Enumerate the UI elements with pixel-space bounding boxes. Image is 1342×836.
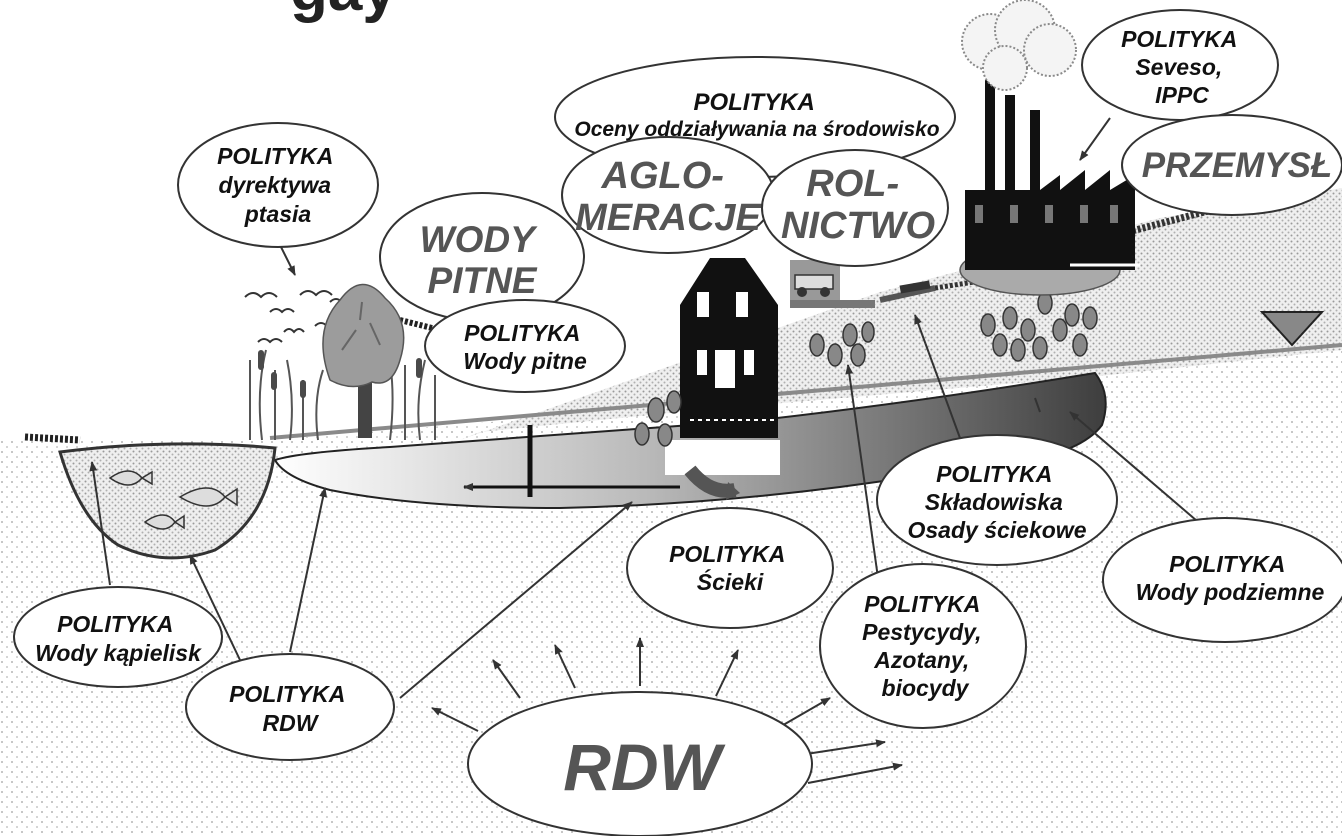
tree-icon bbox=[322, 283, 405, 438]
policy-groundwater-text: POLITYKA Wody podziemne bbox=[1136, 551, 1325, 605]
policy-birds-oval: POLITYKA dyrektywa ptasia bbox=[177, 122, 379, 248]
fish-icon bbox=[143, 514, 185, 530]
policy-landfills-text: POLITYKA Składowiska Osady ściekowe bbox=[908, 461, 1087, 543]
policy-pesticides-oval: POLITYKA Pestycydy, Azotany, biocydy bbox=[819, 563, 1027, 729]
wetland-vegetation bbox=[244, 283, 436, 441]
header-fragment: gay bbox=[290, 0, 397, 24]
agriculture-oval: ROL- NICTWO bbox=[761, 149, 949, 267]
policy-eia-text: POLITYKA Oceny oddziaływania na środowis… bbox=[574, 89, 939, 141]
policy-drinking-oval: POLITYKA Wody pitne bbox=[424, 299, 626, 393]
policy-wfd-oval: POLITYKA RDW bbox=[185, 653, 395, 761]
policy-seveso-text: POLITYKA Seveso, IPPC bbox=[1121, 26, 1243, 108]
fish-icon bbox=[108, 470, 153, 486]
water-table-marker bbox=[1259, 311, 1325, 347]
drinking-water-oval: WODY PITNE bbox=[379, 192, 585, 322]
industry-text: PRZEMYSŁ bbox=[1142, 146, 1333, 185]
sewage-drops bbox=[634, 390, 682, 447]
policy-sewage-oval: POLITYKA Ścieki bbox=[626, 507, 834, 629]
smoke-icon bbox=[961, 0, 1077, 91]
policy-pesticides-text: POLITYKA Pestycydy, Azotany, biocydy bbox=[862, 591, 988, 701]
policy-birds-text: POLITYKA dyrektywa ptasia bbox=[217, 143, 339, 227]
policy-bathing-oval: POLITYKA Wody kąpielisk bbox=[13, 586, 223, 688]
fertilizer-drops bbox=[809, 291, 1098, 367]
fish-icon bbox=[178, 487, 238, 507]
cattail-icon bbox=[258, 350, 422, 398]
industry-oval: PRZEMYSŁ bbox=[1121, 114, 1342, 216]
wfd-center-oval: RDW bbox=[467, 691, 813, 836]
policy-wfd-text: POLITYKA RDW bbox=[229, 681, 351, 736]
factory-icon bbox=[959, 0, 1140, 296]
policy-sewage-text: POLITYKA Ścieki bbox=[669, 541, 791, 595]
agglomerations-oval: AGLO- MERACJE bbox=[561, 136, 775, 254]
policy-groundwater-oval: POLITYKA Wody podziemne bbox=[1102, 517, 1342, 643]
drinking-water-text: WODY PITNE bbox=[420, 219, 545, 301]
policy-seveso-oval: POLITYKA Seveso, IPPC bbox=[1081, 9, 1279, 121]
agglomerations-text: AGLO- MERACJE bbox=[575, 155, 762, 239]
agriculture-text: ROL- NICTWO bbox=[781, 163, 935, 247]
birds-icon bbox=[244, 290, 355, 344]
policy-bathing-text: POLITYKA Wody kąpielisk bbox=[35, 611, 202, 666]
wfd-center-text: RDW bbox=[563, 730, 725, 804]
house-icon bbox=[665, 258, 780, 500]
tractor-icon bbox=[790, 260, 931, 308]
policy-landfills-oval: POLITYKA Składowiska Osady ściekowe bbox=[876, 434, 1118, 566]
policy-drinking-text: POLITYKA Wody pitne bbox=[463, 320, 587, 374]
